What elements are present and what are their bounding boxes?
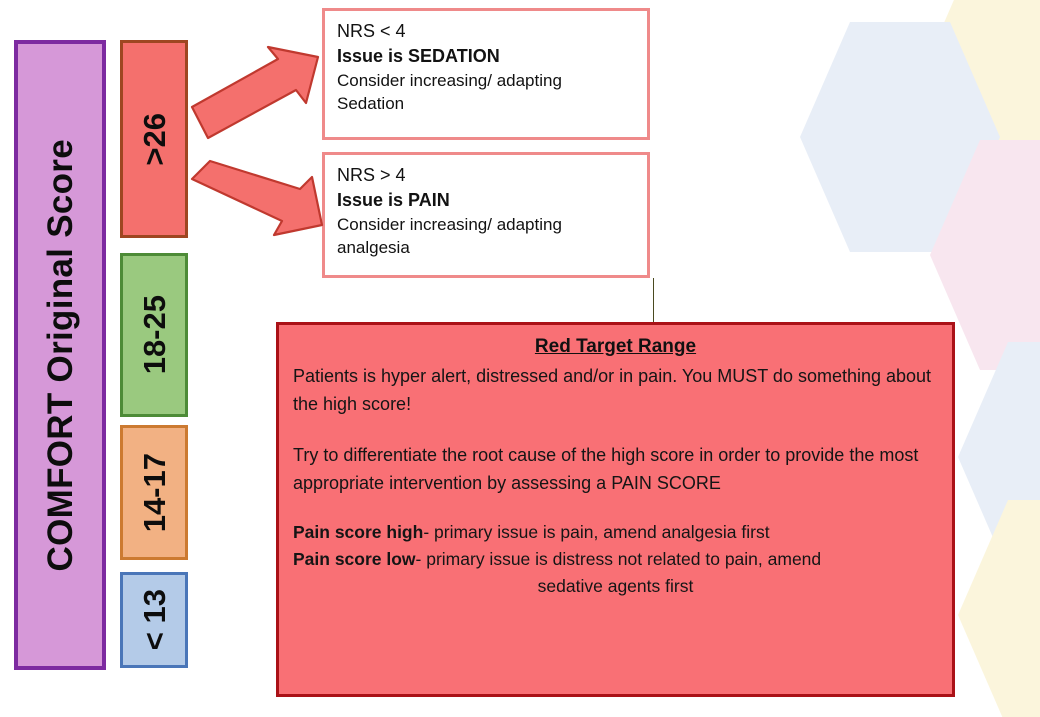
outcome-action-sedation-line2: Sedation	[337, 94, 405, 114]
pain-score-high-text: - primary issue is pain, amend analgesia…	[423, 522, 770, 543]
red-target-range-paragraph-2: Try to differentiate the root cause of t…	[293, 444, 919, 493]
score-band-label-above-26: >26	[136, 112, 172, 166]
outcome-action-pain-line1: Consider increasing/ adapting	[337, 214, 562, 234]
pain-score-low-text-continued: sedative agents first	[537, 575, 694, 596]
red-panel-spacer-1	[293, 419, 938, 441]
red-target-range-title: Red Target Range	[534, 336, 697, 357]
outcome-nrs-value-pain: NRS > 4	[337, 165, 406, 185]
connector-line-pain-to-panel	[653, 278, 654, 324]
score-band-label-18-25: 18-25	[136, 295, 172, 375]
score-band-above-26: >26	[120, 40, 188, 238]
outcome-box-pain: NRS > 4 Issue is PAIN Consider increasin…	[322, 152, 650, 278]
hexagon-yellow-bottom	[958, 500, 1040, 717]
score-band-18-25: 18-25	[120, 253, 188, 417]
red-panel-spacer-2	[293, 497, 938, 519]
score-band-below-13: < 13	[120, 572, 188, 668]
outcome-box-sedation: NRS < 4 Issue is SEDATION Consider incre…	[322, 8, 650, 140]
red-target-range-panel: Red Target Range Patients is hyper alert…	[276, 322, 955, 697]
pain-score-high-row: Pain score high- primary issue is pain, …	[293, 519, 938, 546]
outcome-action-pain-line2: analgesia	[337, 238, 410, 258]
pain-score-high-label: Pain score high	[293, 522, 424, 543]
hexagon-blue-middle	[958, 342, 1040, 572]
score-band-label-below-13: < 13	[136, 589, 172, 651]
comfort-score-title-bar: COMFORT Original Score	[14, 40, 106, 670]
arrow-to-pain-icon	[190, 159, 324, 237]
pain-score-low-text: - primary issue is distress not related …	[415, 549, 822, 570]
outcome-issue-sedation: Issue is SEDATION	[337, 45, 500, 66]
pain-score-low-row: Pain score low- primary issue is distres…	[293, 546, 938, 573]
pain-score-low-label: Pain score low	[293, 549, 416, 570]
hexagon-yellow-top	[930, 0, 1040, 170]
arrow-to-sedation-icon	[190, 45, 320, 140]
comfort-score-title-label: COMFORT Original Score	[40, 138, 80, 572]
outcome-issue-pain: Issue is PAIN	[337, 189, 450, 210]
outcome-nrs-value-sedation: NRS < 4	[337, 21, 406, 41]
score-band-label-14-17: 14-17	[136, 452, 172, 533]
red-target-range-paragraph-1: Patients is hyper alert, distressed and/…	[293, 365, 932, 415]
outcome-action-sedation-line1: Consider increasing/ adapting	[337, 70, 562, 90]
score-band-14-17: 14-17	[120, 425, 188, 560]
hexagon-blue-top	[800, 22, 1000, 252]
